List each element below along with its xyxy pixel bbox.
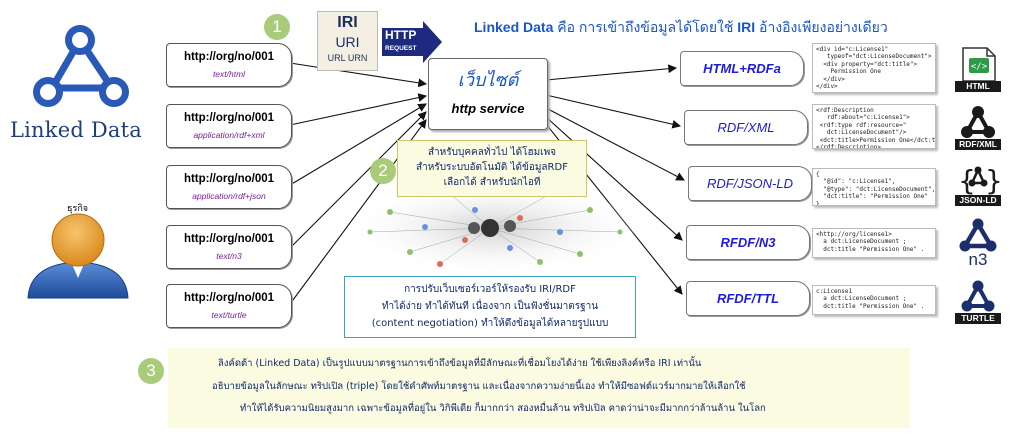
svg-text:{: { [958, 164, 976, 197]
negotiation-note-line1: การปรับเว็บเซอร์เวอร์ให้รองรับ IRI/RDF [404, 284, 576, 295]
request-mime: text/html [212, 69, 246, 79]
audience-note-line1: สำหรับบุคคลทั่วไป ได้โฮมเพจ [427, 147, 557, 158]
summary-line1: ลิงค์ดต้า (Linked Data) เป็นรูปแบบมาตรฐา… [218, 358, 702, 369]
rdf-xml-icon: RDF/XML [955, 104, 1001, 150]
url-urn-label: URL URN [327, 53, 368, 63]
summary-note: ลิงค์ดต้า (Linked Data) เป็นรูปแบบมาตรฐา… [168, 348, 910, 428]
request-box[interactable]: http://org/no/001 text/html [166, 43, 292, 87]
html-file-icon: </> HTML [955, 46, 1001, 92]
negotiation-note-line3: (content negotiation) ทำให้ดึงข้อมูลได้ห… [371, 318, 609, 329]
format-box-ttl[interactable]: RFDF/TTL [686, 281, 810, 316]
request-url: http://org/no/001 [183, 112, 275, 124]
format-box-n3[interactable]: RFDF/N3 [686, 225, 810, 260]
svg-text:}: } [985, 164, 1001, 197]
summary-line2: อธิบายข้อมูลในลักษณะ ทริปเปิล (triple) โ… [212, 381, 746, 392]
turtle-icon: TURTLE [955, 278, 1001, 324]
code-sample-html-rdfa: <div id="c:License1" typeof="dct:License… [812, 43, 936, 93]
business-label: ธุรกิจ [67, 204, 89, 214]
code-sample-n3: <http://org/license1> a dct:LicenseDocum… [812, 228, 936, 258]
request-box[interactable]: http://org/no/001 application/rdf+xml [166, 104, 292, 148]
negotiation-note-line2: ทำได้ง่าย ทำได้ทันที เนื่องจาก เป็นฟังชั… [381, 301, 599, 312]
hub-subtitle: http service [451, 101, 525, 116]
rdf-xml-icon-caption: RDF/XML [955, 139, 1001, 150]
request-url: http://org/no/001 [183, 173, 275, 185]
headline-iri: IRI [737, 19, 756, 35]
headline-bold: Linked Data [474, 19, 554, 35]
http-request-arrow-icon: HTTP REQUEST [381, 20, 443, 64]
linked-open-data-cloud-icon [355, 184, 635, 272]
request-label: REQUEST [385, 45, 417, 52]
json-ld-icon-caption: JSON-LD [955, 195, 1001, 206]
svg-text:</>: </> [971, 62, 988, 72]
audience-note-line2: สำหรับระบบอัตโนมัติ ได้ข้อมูลRDF [416, 162, 568, 173]
linked-data-logo-icon [33, 25, 129, 107]
format-box-rdf-json-ld[interactable]: RDF/JSON-LD [688, 166, 812, 201]
headline-rest: คือ การเข้าถึงข้อมูลได้โดยใช้ [557, 19, 734, 35]
website-hub[interactable]: เว็บไซต์ http service [428, 58, 548, 130]
json-ld-icon: { } JSON-LD [955, 160, 1001, 206]
code-sample-ttl: c:License1 a dct:LicenseDocument ; dct:t… [812, 285, 936, 315]
http-label: HTTP [385, 28, 417, 42]
headline-tail: อ้างอิงเพียงอย่างเดียว [759, 19, 888, 35]
summary-line3: ทำให้ได้รับความนิยมสูงมาก เฉพาะข้อมูลที่… [240, 403, 766, 414]
business-user-icon [27, 213, 129, 299]
request-url: http://org/no/001 [183, 233, 275, 245]
iri-box: IRI URI URL URN [317, 11, 378, 71]
content-negotiation-note: การปรับเว็บเซอร์เวอร์ให้รองรับ IRI/RDF ท… [344, 276, 636, 338]
request-box[interactable]: http://org/no/001 text/n3 [166, 225, 292, 269]
uri-label: URI [335, 34, 360, 50]
request-mime: application/rdf+json [192, 191, 266, 201]
request-url: http://org/no/001 [183, 51, 275, 63]
step-badge-1: 1 [264, 14, 290, 40]
format-box-rdf-xml[interactable]: RDF/XML [684, 110, 808, 145]
iri-label: IRI [337, 14, 358, 31]
n3-icon-caption: n3 [968, 250, 988, 269]
code-sample-rdf-xml: <rdf:Description rdf:about="c:License1">… [812, 104, 936, 149]
request-mime: text/turtle [211, 310, 247, 320]
step-badge-3: 3 [138, 358, 164, 384]
audience-note: สำหรับบุคคลทั่วไป ได้โฮมเพจ สำหรับระบบอั… [397, 140, 587, 197]
request-box[interactable]: http://org/no/001 text/turtle [166, 284, 292, 328]
headline: Linked Data คือ การเข้าถึงข้อมูลได้โดยใช… [474, 17, 888, 39]
step-badge-2: 2 [370, 158, 396, 184]
request-mime: application/rdf+xml [193, 130, 265, 140]
logo-text: Linked Data [10, 118, 142, 142]
html-icon-caption: HTML [955, 81, 1001, 92]
hub-title: เว็บไซต์ [457, 70, 519, 91]
request-mime: text/n3 [216, 251, 242, 261]
turtle-icon-caption: TURTLE [955, 313, 1001, 324]
audience-note-line3: เลือกได้ สำหรับนักไอที [443, 177, 541, 188]
code-sample-json-ld: { "@id": "c:License1", "@type": "dct:Lic… [812, 168, 936, 206]
format-box-html-rdfa[interactable]: HTML+RDFa [680, 51, 804, 86]
request-url: http://org/no/001 [183, 292, 275, 304]
n3-icon: n3 [955, 218, 1001, 270]
request-box[interactable]: http://org/no/001 application/rdf+json [166, 165, 292, 209]
